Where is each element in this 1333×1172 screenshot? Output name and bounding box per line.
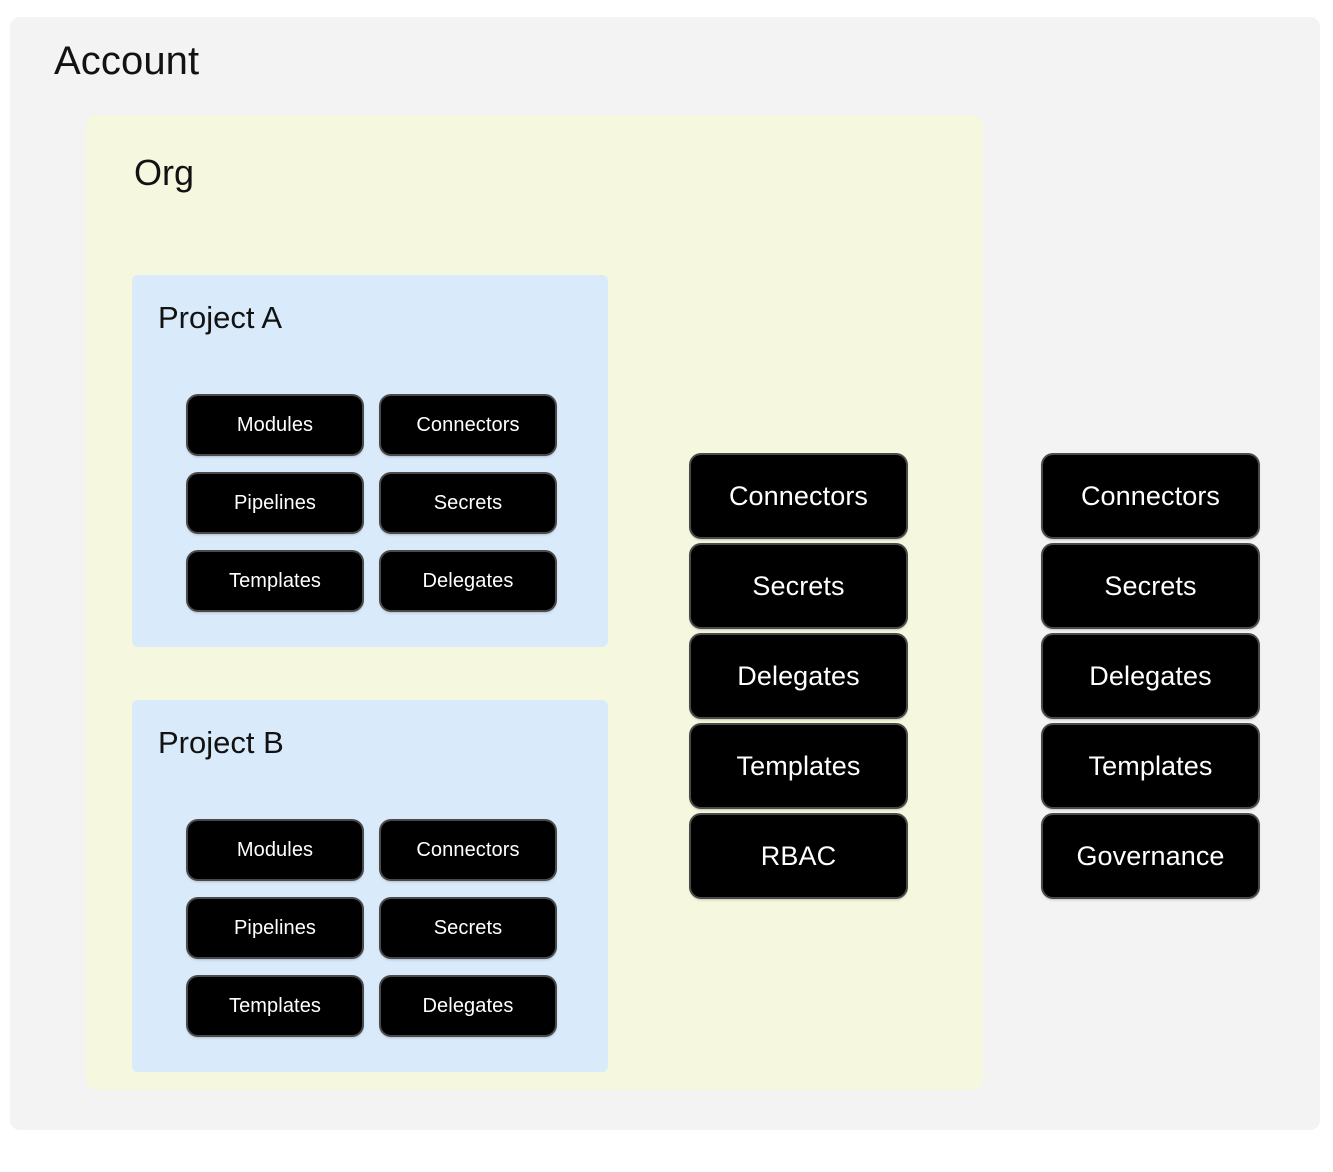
chip-account-governance[interactable]: Governance <box>1043 815 1258 897</box>
chip-project-b-secrets[interactable]: Secrets <box>381 899 555 957</box>
chip-org-delegates[interactable]: Delegates <box>691 635 906 717</box>
account-title: Account <box>54 39 200 83</box>
chip-account-delegates[interactable]: Delegates <box>1043 635 1258 717</box>
chip-project-a-pipelines[interactable]: Pipelines <box>188 474 362 532</box>
chip-org-connectors[interactable]: Connectors <box>691 455 906 537</box>
project-b-title: Project B <box>158 725 284 760</box>
chip-org-rbac[interactable]: RBAC <box>691 815 906 897</box>
chip-project-a-secrets[interactable]: Secrets <box>381 474 555 532</box>
chip-project-b-delegates[interactable]: Delegates <box>381 977 555 1035</box>
chip-project-b-pipelines[interactable]: Pipelines <box>188 899 362 957</box>
org-title: Org <box>134 152 195 193</box>
project-scope-box-b: Project B Modules Connectors Pipelines S… <box>132 700 608 1072</box>
account-level-resource-column: Connectors Secrets Delegates Templates G… <box>1043 455 1258 897</box>
chip-account-templates[interactable]: Templates <box>1043 725 1258 807</box>
project-a-title: Project A <box>158 300 283 335</box>
chip-org-templates[interactable]: Templates <box>691 725 906 807</box>
chip-project-b-templates[interactable]: Templates <box>188 977 362 1035</box>
chip-project-a-templates[interactable]: Templates <box>188 552 362 610</box>
project-a-resource-grid: Modules Connectors Pipelines Secrets Tem… <box>188 396 555 610</box>
chip-project-b-connectors[interactable]: Connectors <box>381 821 555 879</box>
chip-project-b-modules[interactable]: Modules <box>188 821 362 879</box>
account-scope-box: Account Org Project A Modules Connectors… <box>10 17 1320 1130</box>
chip-project-a-modules[interactable]: Modules <box>188 396 362 454</box>
chip-account-secrets[interactable]: Secrets <box>1043 545 1258 627</box>
chip-project-a-connectors[interactable]: Connectors <box>381 396 555 454</box>
org-level-resource-column: Connectors Secrets Delegates Templates R… <box>691 455 906 897</box>
project-b-resource-grid: Modules Connectors Pipelines Secrets Tem… <box>188 821 555 1035</box>
project-scope-box-a: Project A Modules Connectors Pipelines S… <box>132 275 608 647</box>
chip-account-connectors[interactable]: Connectors <box>1043 455 1258 537</box>
chip-org-secrets[interactable]: Secrets <box>691 545 906 627</box>
chip-project-a-delegates[interactable]: Delegates <box>381 552 555 610</box>
